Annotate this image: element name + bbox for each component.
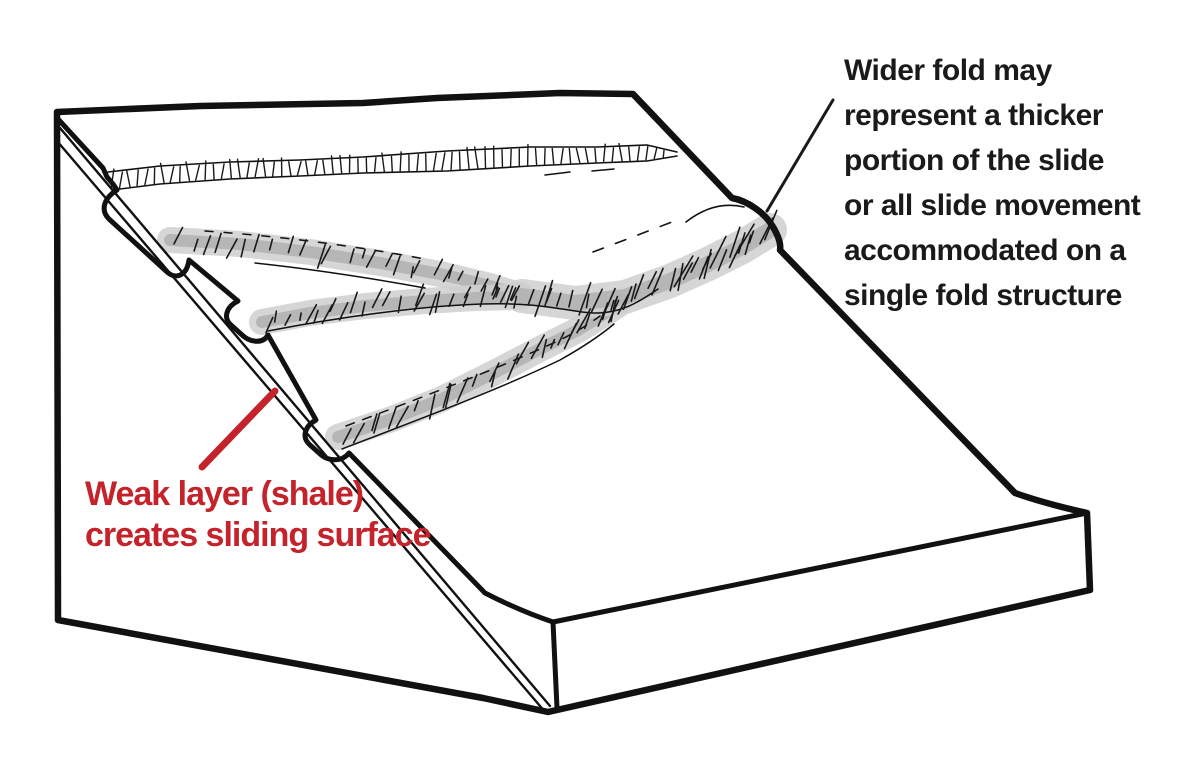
weak-layer-label: Weak layer (shale) creates sliding surfa… (85, 475, 432, 554)
wider-fold-label: Wider fold may represent a thicker porti… (844, 54, 1141, 312)
